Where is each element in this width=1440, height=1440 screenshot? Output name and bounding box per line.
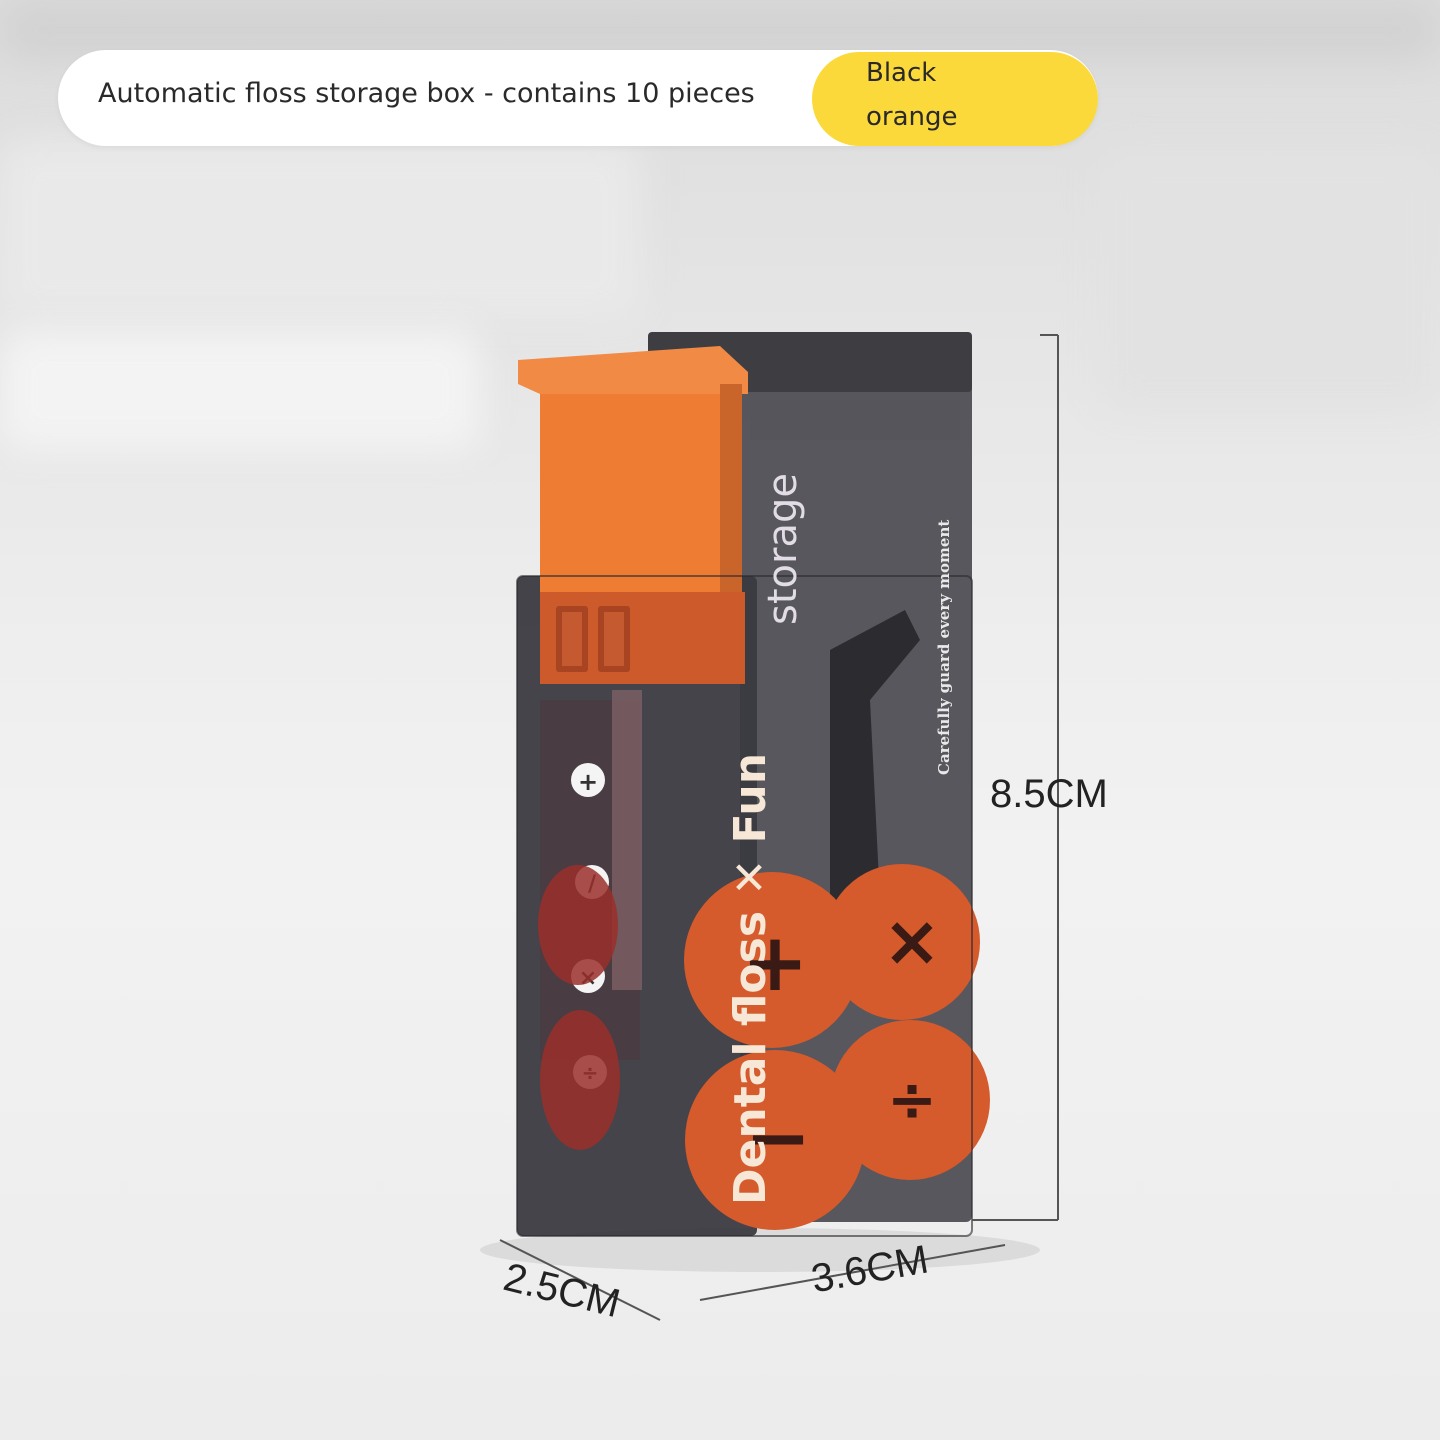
product-side-text: storage xyxy=(760,473,806,625)
product-front-text: Dental floss ✕ Fun xyxy=(725,752,776,1205)
background-shape xyxy=(1100,150,1440,410)
svg-text:+: + xyxy=(578,768,598,796)
color-option-pill[interactable]: Black orange xyxy=(812,52,1098,146)
svg-text:×: × xyxy=(883,900,942,982)
background-shape xyxy=(0,330,480,450)
background-shape xyxy=(0,140,640,320)
product-title: Automatic floss storage box - contains 1… xyxy=(98,78,755,109)
svg-text:+: + xyxy=(741,916,808,1009)
svg-text:−: − xyxy=(744,1091,811,1184)
color-option-line1: Black xyxy=(866,58,937,88)
color-option-line2: orange xyxy=(866,102,958,132)
svg-text:÷: ÷ xyxy=(887,1065,937,1135)
product-tagline: Carefully guard every moment xyxy=(935,519,953,775)
height-dimension-label: 8.5CM xyxy=(990,772,1108,816)
